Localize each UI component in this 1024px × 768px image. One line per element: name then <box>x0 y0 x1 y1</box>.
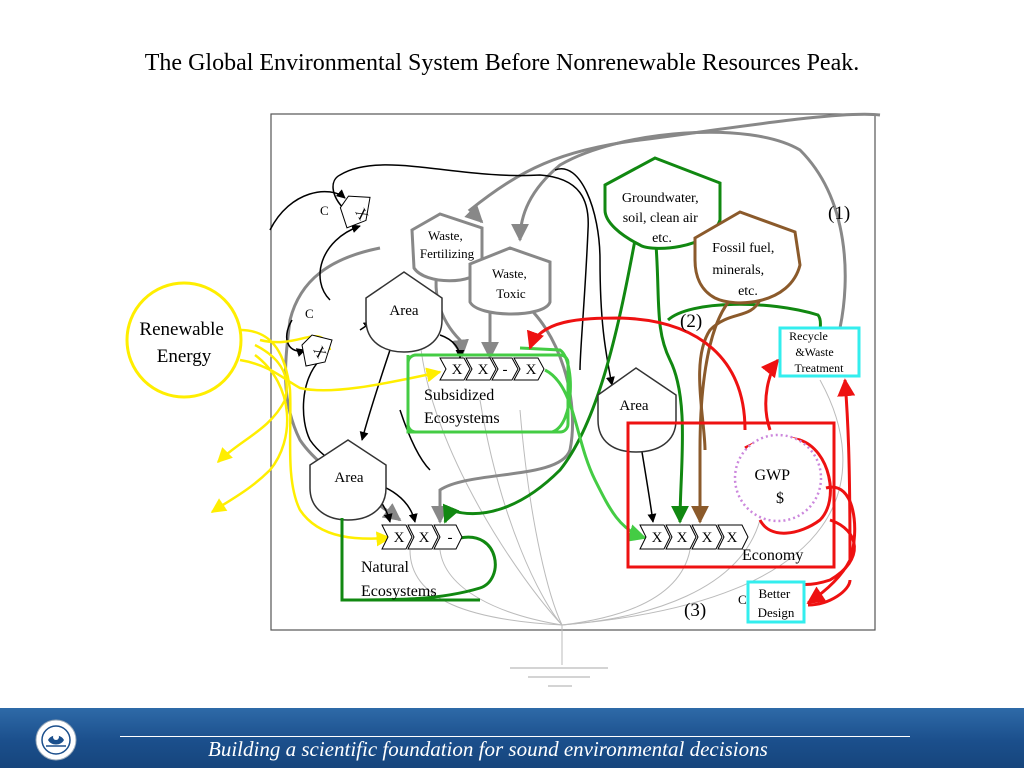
marker-1: (1) <box>828 203 850 224</box>
gwp-label: GWP $ <box>755 467 794 507</box>
svg-text:X: X <box>526 362 537 378</box>
multiplier-chain-natural <box>381 524 463 550</box>
economy-box <box>626 421 836 569</box>
gwp-money-circle <box>733 433 823 523</box>
waste-toxic-tank <box>468 246 552 316</box>
svg-text:X: X <box>727 530 738 546</box>
area-label-upper: Area <box>389 303 418 319</box>
waste-fertilizing-tank <box>410 212 484 283</box>
epa-seal-logo <box>35 719 77 761</box>
footer-divider <box>120 736 910 737</box>
groundwater-label: Groundwater, soil, clean air etc. <box>622 191 702 246</box>
marker-3: (3) <box>684 600 706 621</box>
subsidized-ecosystems-label: Subsidized Ecosystems <box>424 387 500 427</box>
svg-text:-: - <box>503 362 508 378</box>
svg-text:C: C <box>738 592 747 607</box>
systems-diagram: Renewable Energy Groundwater, soil, clea… <box>125 112 881 687</box>
area-label-economy: Area <box>619 398 648 414</box>
footer-tagline: Building a scientific foundation for sou… <box>208 737 768 761</box>
page-title: The Global Environmental System Before N… <box>144 50 860 76</box>
svg-text:X: X <box>419 530 430 546</box>
waste-toxic-label: Waste, Toxic <box>492 266 530 301</box>
area-label-natural: Area <box>334 470 363 486</box>
multiplier-chain-economy <box>639 524 749 550</box>
renewable-energy-source <box>125 281 243 399</box>
multiplier-chain-subsidized <box>439 357 545 381</box>
svg-text:X: X <box>394 530 405 546</box>
marker-2: (2) <box>680 311 702 332</box>
svg-text:X: X <box>702 530 713 546</box>
constant-labels: C C C <box>305 203 747 607</box>
area-producer-upper <box>365 271 443 353</box>
fossil-fuel-tank <box>693 210 802 305</box>
area-producer-economy <box>597 367 677 453</box>
waste-fertilizing-label: Waste, Fertilizing <box>420 228 475 261</box>
natural-ecosystems-box <box>340 518 480 602</box>
svg-text:X: X <box>652 530 663 546</box>
svg-text:X: X <box>478 362 489 378</box>
svg-text:X: X <box>677 530 688 546</box>
recycle-box[interactable] <box>778 326 861 378</box>
svg-text:X: X <box>452 362 463 378</box>
economy-label: Economy <box>742 547 803 564</box>
multiplier-glyphs: X X - X X X - X X X X X X <box>309 206 737 546</box>
ground-icon <box>510 667 608 687</box>
svg-text:C: C <box>320 203 329 218</box>
multiplier-top-left <box>339 195 371 229</box>
recycle-label: Recycle &Waste Treatment <box>789 329 844 375</box>
footer-heading: RESEARCH & DEVELOPMENT <box>376 4 613 20</box>
better-design-box[interactable] <box>746 580 806 624</box>
svg-text:-: - <box>448 530 453 546</box>
subsidized-ecosystems-box <box>406 353 570 434</box>
area-producer-natural <box>309 439 387 521</box>
renewable-energy-label: Renewable Energy <box>139 319 228 367</box>
natural-ecosystems-label: Natural Ecosystems <box>361 559 437 600</box>
better-design-label: Better Design <box>758 586 795 620</box>
multiplier-mid-left <box>301 334 333 367</box>
svg-text:C: C <box>305 306 314 321</box>
fossil-fuel-label: Fossil fuel, minerals, etc. <box>712 241 778 299</box>
footer-banner <box>0 708 1024 768</box>
